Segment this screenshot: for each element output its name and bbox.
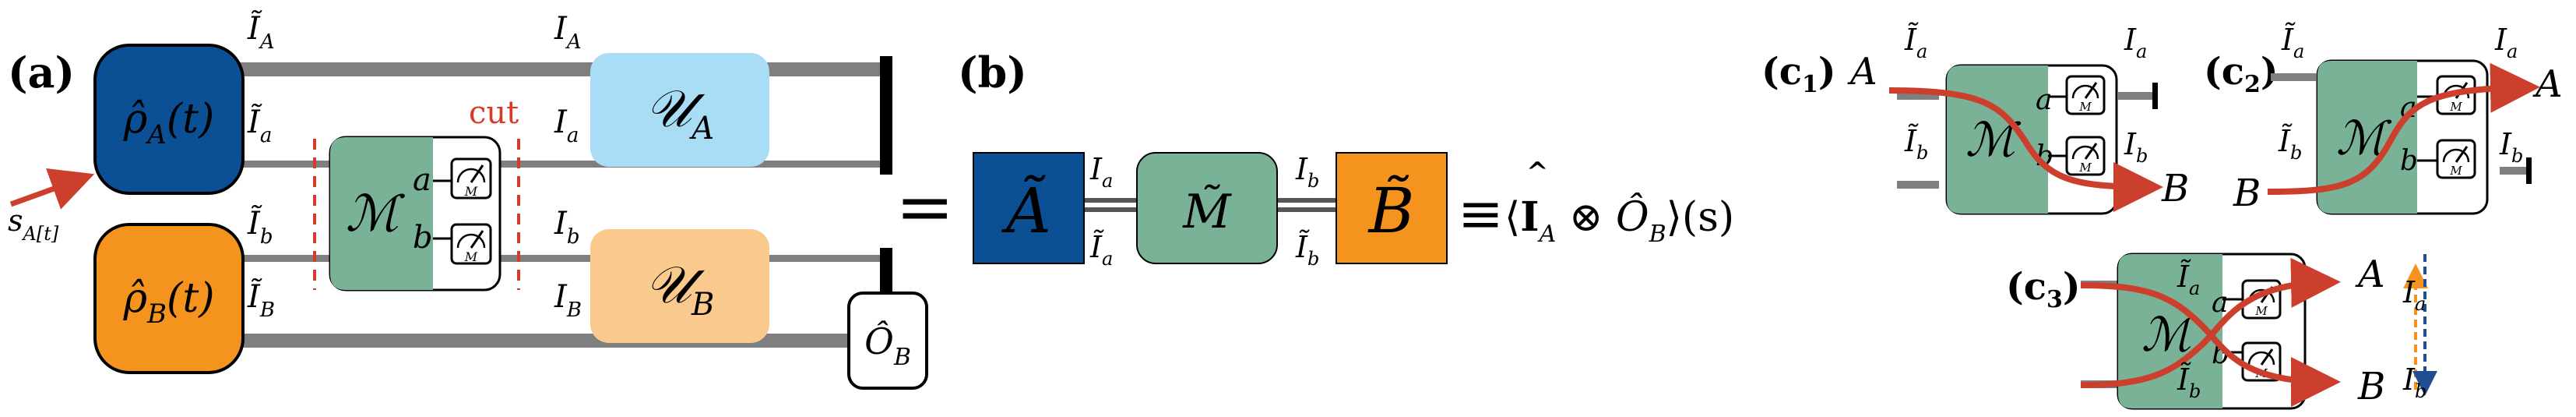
U-A-box — [590, 53, 769, 167]
svg-text:Ĩb: Ĩb — [2177, 362, 2201, 402]
c3-label-B: B — [2357, 365, 2385, 408]
svg-text:Ib: Ib — [2499, 127, 2523, 167]
A-tilde-label: Ã — [1001, 175, 1051, 247]
svg-text:b: b — [2400, 145, 2418, 177]
panel-c2-label: (c2) — [2204, 50, 2279, 98]
svg-text:M: M — [464, 184, 478, 199]
svg-text:M: M — [2078, 161, 2092, 175]
svg-text:Ib: Ib — [2402, 362, 2426, 402]
c2-label-A: A — [2532, 62, 2563, 106]
svg-text:M: M — [2254, 304, 2268, 318]
label-b-Ia: Ia — [1089, 152, 1113, 192]
panel-a: (a) ρ̂A(t) ρ̂B(t) 𝒰A 𝒰B ÔB ℳ a b — [8, 10, 928, 390]
source-arrow — [9, 168, 95, 210]
label-IB: IB — [554, 279, 582, 322]
M-tilde-label: M̃ — [1182, 184, 1232, 239]
wire-Ib-thin — [234, 255, 880, 262]
meter-a-icon: M — [450, 157, 492, 200]
panel-a-label: (a) — [8, 48, 75, 97]
label-Ib-tilde: Ĩb — [247, 205, 273, 249]
wire-Ia-thin — [234, 161, 880, 168]
B-tilde-box — [1336, 152, 1448, 264]
c1-path-arrow — [1888, 87, 2163, 212]
hat-on-I: ^ — [1526, 157, 1549, 188]
svg-text:M: M — [2078, 100, 2092, 114]
equiv-sign: ≡ — [1458, 182, 1504, 246]
c2-meter-b-icon: M — [2436, 139, 2476, 179]
svg-text:a: a — [2212, 287, 2228, 319]
c3-path-arrow-1 — [2080, 282, 2341, 407]
rho-A-label: ρ̂A(t) — [123, 96, 215, 150]
svg-text:M: M — [464, 249, 478, 264]
svg-text:Ĩa: Ĩa — [1904, 23, 1927, 62]
svg-text:ℳ: ℳ — [2336, 111, 2392, 166]
trace-bar-A — [880, 56, 892, 175]
svg-text:Ia: Ia — [2124, 23, 2147, 62]
c2-label-B: B — [2233, 171, 2261, 215]
label-IA-tilde: ĨA — [247, 10, 275, 54]
label-Ia: Ia — [554, 104, 579, 147]
B-tilde-label: B̃ — [1367, 174, 1415, 247]
panel-c1: (c1) A ℳ a b M M B Ĩa Ĩb Ia Ib — [1761, 23, 2189, 215]
O-B-label: ÔB — [864, 320, 911, 371]
label-b-Ib: Ib — [1295, 152, 1319, 192]
meter-b-icon: M — [450, 223, 492, 265]
port-b: b — [413, 220, 433, 256]
M-green-fill — [330, 137, 433, 290]
c1-meter-b-icon: M — [2065, 136, 2106, 176]
panel-c3-label: (c3) — [2006, 265, 2081, 313]
U-B-box — [590, 229, 769, 343]
svg-text:Ib: Ib — [2124, 127, 2148, 167]
label-Ib: Ib — [554, 206, 579, 249]
svg-text:Ia: Ia — [2402, 275, 2426, 315]
source-label: sA[t] — [8, 203, 59, 245]
wire-IA-tilde-thick — [234, 62, 888, 76]
equals-sign: = — [896, 166, 954, 248]
panel-b: (b) Ã M̃ B̃ Ia Ĩa Ib Ĩb ≡ ⟨IA ⊗ ÔB⟩(s) ^ — [958, 48, 1734, 270]
rho-A-box — [93, 44, 245, 195]
panel-b-label: (b) — [958, 48, 1027, 97]
svg-text:Ĩa: Ĩa — [2281, 23, 2304, 62]
label-IB-tilde: ĨB — [247, 278, 275, 322]
svg-text:a: a — [2036, 84, 2052, 116]
c3-label-A: A — [2355, 253, 2385, 296]
c3-path-arrow-2 — [2080, 257, 2341, 388]
svg-text:M: M — [2449, 100, 2462, 114]
cut-label: cut — [469, 95, 519, 131]
panel-c2: (c2) ℳ a b M M B A Ĩa Ĩb Ia Ib — [2204, 23, 2563, 215]
O-B-box — [847, 292, 928, 390]
c2-path-arrow — [2267, 62, 2540, 195]
M-tilde-box — [1136, 152, 1278, 264]
trace-bar-B — [880, 248, 892, 295]
panel-c3: (c3) ℳ a b M M A B Ĩa Ĩb — [2006, 253, 2437, 410]
label-b-Ib-tilde: Ĩb — [1295, 230, 1319, 270]
label-b-Ia-tilde: Ĩa — [1089, 230, 1113, 270]
A-tilde-box — [973, 152, 1085, 264]
expectation-expression: ⟨IA ⊗ ÔB⟩(s) — [1504, 193, 1734, 248]
label-IA: IA — [554, 11, 582, 54]
svg-text:Ĩa: Ĩa — [2177, 260, 2200, 299]
panel-c1-label: (c1) — [1761, 50, 1836, 98]
c1-label-B: B — [2161, 167, 2189, 210]
M-label: ℳ — [346, 186, 406, 243]
svg-text:Ĩb: Ĩb — [2278, 124, 2302, 164]
svg-text:Ĩb: Ĩb — [1904, 124, 1928, 164]
rho-B-label: ρ̂B(t) — [122, 275, 214, 330]
c1-label-A: A — [1847, 50, 1877, 94]
c1-meter-a-icon: M — [2065, 75, 2106, 115]
svg-text:Ia: Ia — [2494, 23, 2518, 62]
wire-IB-tilde-thick — [234, 334, 888, 348]
port-a: a — [413, 162, 431, 198]
label-Ia-tilde: Ĩa — [247, 104, 272, 147]
U-A-label: 𝒰A — [646, 79, 714, 147]
rho-B-box — [93, 223, 245, 374]
svg-text:M: M — [2449, 164, 2462, 178]
